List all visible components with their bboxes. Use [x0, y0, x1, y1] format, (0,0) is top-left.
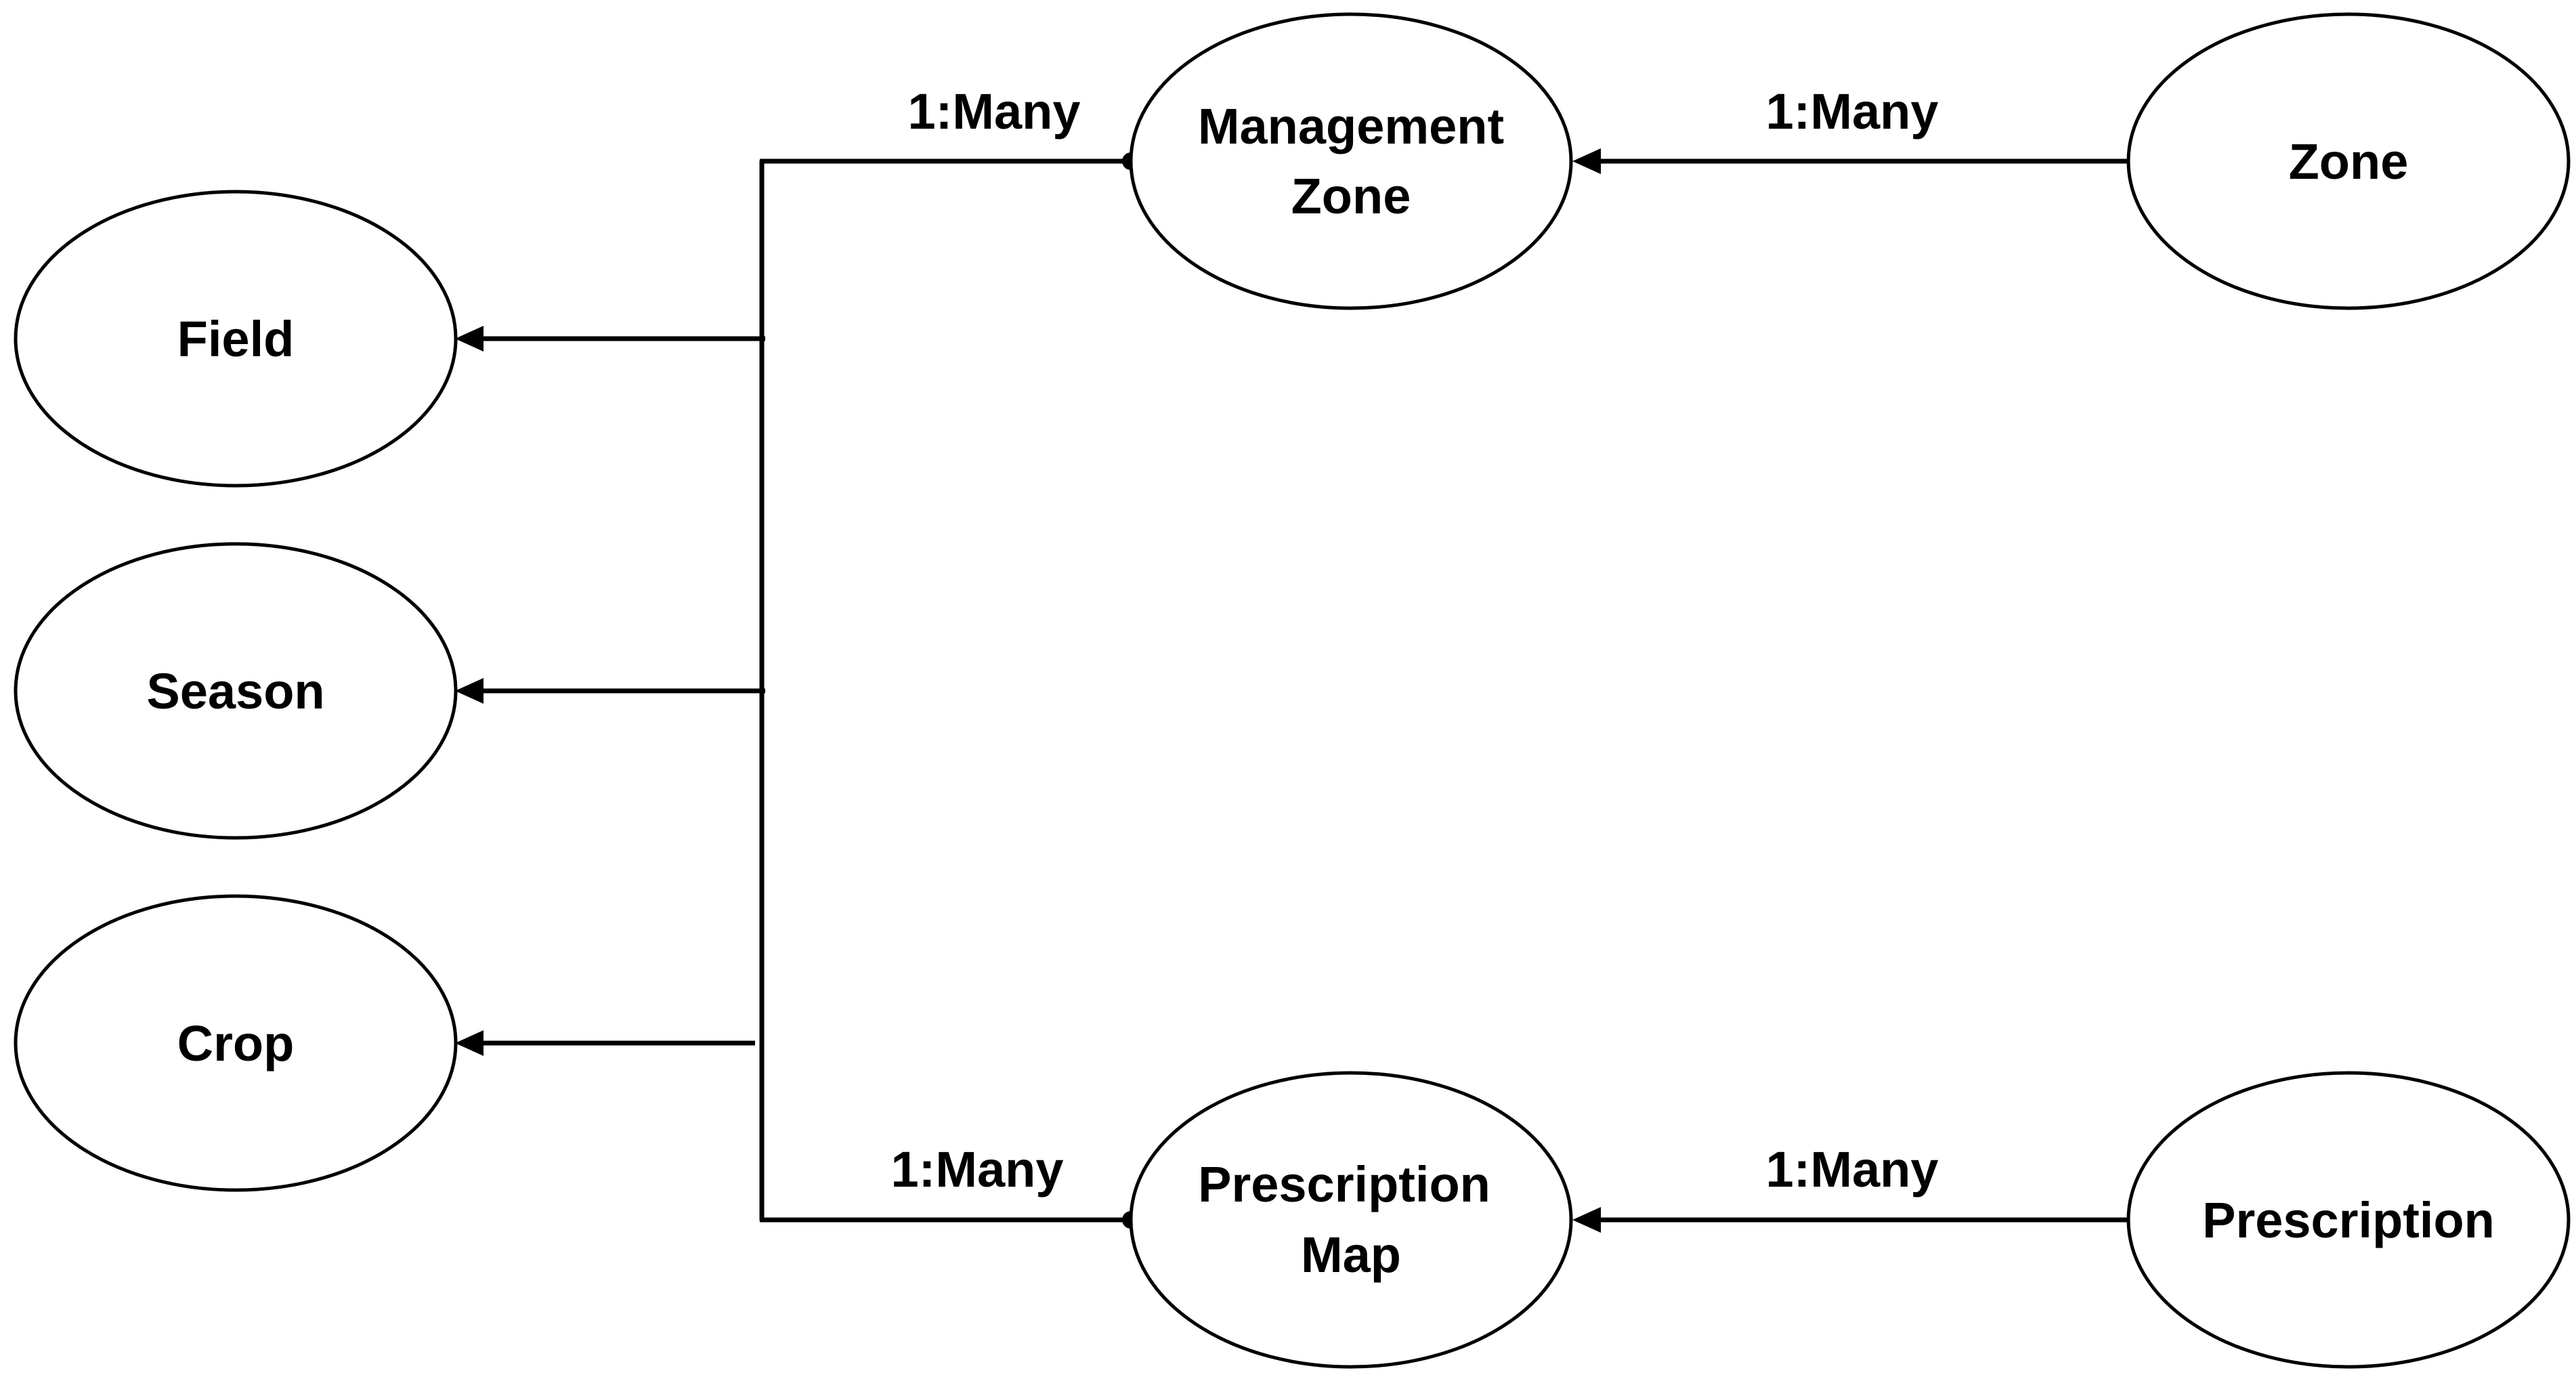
entity-season-label: Season [146, 663, 324, 719]
entity-season: Season [14, 542, 458, 840]
entity-management-zone-label-line-1: Management [1198, 98, 1504, 154]
entity-zone: Zone [2126, 12, 2571, 310]
arrowhead-prescription-map [1572, 1207, 1601, 1233]
entity-zone-shape [2126, 12, 2571, 310]
entity-crop-label: Crop [177, 1015, 295, 1072]
entity-prescription-label: Prescription [2202, 1192, 2495, 1248]
arrowhead-field [455, 326, 484, 352]
entity-prescription-map-label-line-2: Map [1301, 1227, 1401, 1283]
entity-management-zone-label-line-2: Zone [1291, 168, 1411, 224]
cardinality-label-prescription: 1:Many [1766, 1141, 1939, 1198]
entity-prescription-map-shape [1129, 1071, 1573, 1369]
entity-crop-shape [14, 894, 458, 1192]
entity-prescription-shape [2126, 1071, 2571, 1369]
entity-prescription-map: Prescription Map [1129, 1071, 1573, 1369]
connectors [455, 148, 2132, 1233]
entity-season-shape [14, 542, 458, 840]
entity-zone-label: Zone [2289, 133, 2409, 190]
entity-prescription-map-label-line-1: Prescription [1198, 1156, 1490, 1212]
entity-management-zone-shape [1129, 12, 1573, 310]
arrowhead-crop [455, 1030, 484, 1056]
entity-field-shape [14, 190, 458, 488]
arrowhead-season [455, 678, 484, 704]
entity-management-zone: Management Zone [1129, 12, 1573, 310]
relationship-labels: 1:Many 1:Many 1:Many 1:Many [891, 83, 1939, 1198]
entity-field-label: Field [177, 311, 295, 367]
arrowhead-management-zone [1572, 148, 1601, 174]
entity-crop: Crop [14, 894, 458, 1192]
cardinality-label-zone: 1:Many [1766, 83, 1939, 140]
entity-prescription: Prescription [2126, 1071, 2571, 1369]
cardinality-label-management-zone: 1:Many [908, 83, 1081, 140]
cardinality-label-prescription-map: 1:Many [891, 1141, 1064, 1198]
entity-field: Field [14, 190, 458, 488]
